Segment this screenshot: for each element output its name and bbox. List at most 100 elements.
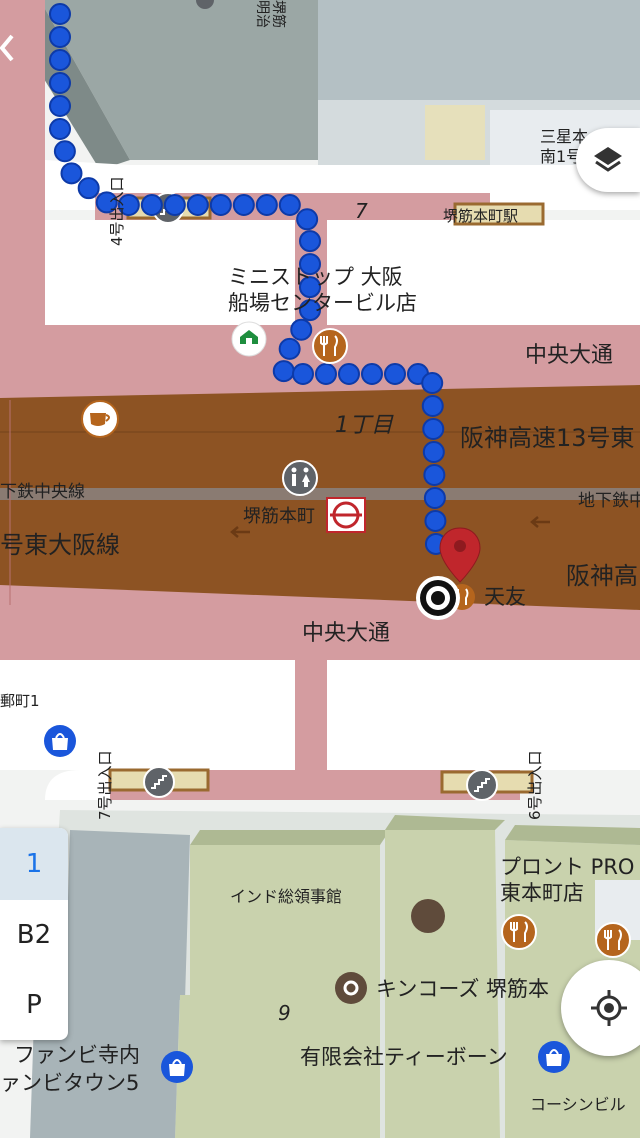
subway-station-icon[interactable]: [326, 497, 366, 533]
route-dot: [117, 194, 140, 216]
poi-label-tentomo[interactable]: 天友: [484, 585, 526, 609]
sidewalk-lower: [110, 770, 520, 800]
layers-icon: [594, 147, 622, 172]
route-dot: [423, 463, 446, 486]
my-location-button[interactable]: [561, 960, 640, 1056]
restaurant-icon[interactable]: [501, 914, 537, 950]
station-label[interactable]: 堺筋本町: [243, 506, 315, 527]
shopping-bag-icon[interactable]: [44, 725, 76, 757]
route-dot: [299, 230, 321, 253]
level-b2-button[interactable]: B2: [16, 920, 52, 950]
poi-label-sansei: 南1号: [540, 147, 582, 166]
highway-label: 阪神高速13号東: [460, 424, 635, 452]
route-dot: [53, 140, 76, 163]
restroom-icon[interactable]: [282, 460, 318, 496]
poi-label-ministop[interactable]: ミニストップ 大阪: [228, 265, 403, 289]
route-dot: [272, 360, 295, 383]
route-dot: [49, 49, 71, 71]
route-dot: [186, 194, 209, 216]
entrance-bar-station: [453, 202, 545, 226]
level-p-button[interactable]: P: [26, 990, 42, 1020]
shopping-bag-icon[interactable]: [161, 1051, 193, 1083]
floor-level-selector: 1 B2 P: [0, 828, 68, 1040]
poi-label-fanbi[interactable]: ァンビタウン5: [0, 1071, 139, 1095]
chevron-left-icon: [0, 34, 14, 62]
copy-shop-icon[interactable]: [335, 972, 367, 1004]
route-dot: [49, 95, 71, 117]
poi-label-fanbi[interactable]: ファンビ寺内: [14, 1043, 140, 1067]
route-dot: [360, 363, 383, 385]
street-label: 中央大通: [525, 343, 613, 368]
route-dot: [49, 118, 71, 140]
poi-icon[interactable]: [196, 0, 214, 9]
route-dot: [337, 363, 360, 385]
poi-label-tbone[interactable]: 有限会社ティーボーン: [300, 1045, 508, 1069]
route-dot: [77, 177, 100, 200]
route-dot: [278, 337, 301, 360]
route-dot: [299, 299, 321, 322]
route-dot: [49, 72, 71, 94]
poi-label-india[interactable]: インド総領事館: [230, 887, 342, 906]
restaurant-icon[interactable]: [312, 328, 348, 364]
sidewalk-connector-lower: [295, 660, 327, 780]
back-button[interactable]: [0, 28, 18, 68]
street-label: 中央大通: [302, 621, 390, 646]
route-dot: [49, 3, 71, 25]
highway-label: 阪神高: [566, 562, 638, 590]
route-dot: [290, 318, 313, 341]
restaurant-icon[interactable]: [595, 922, 631, 958]
convenience-store-icon[interactable]: [231, 321, 267, 357]
arrow-left-icon: [230, 526, 250, 538]
subway-line-label: 下鉄中央線: [0, 482, 85, 502]
address-label: 郵町1: [0, 692, 40, 710]
cafe-icon[interactable]: [81, 400, 119, 438]
route-dot: [383, 363, 406, 385]
poi-label-kinkos[interactable]: キンコーズ 堺筋本: [376, 977, 549, 1001]
route-dot: [299, 276, 321, 299]
route-dot: [255, 194, 278, 216]
destination-pin-icon[interactable]: [439, 527, 481, 583]
stairs-icon[interactable]: [143, 766, 175, 798]
subway-line: [0, 488, 640, 500]
route-dot: [60, 162, 83, 185]
route-dot: [424, 509, 447, 532]
route-dot: [140, 194, 163, 216]
highway-upper: [0, 385, 640, 490]
route-dot: [314, 363, 337, 385]
route-dot: [291, 363, 314, 385]
school-icon[interactable]: [411, 899, 445, 933]
shopping-bag-icon[interactable]: [538, 1041, 570, 1073]
crosshair-icon: [591, 990, 627, 1026]
highway-lower: [0, 498, 640, 610]
poi-label-sansei: 三星本: [540, 127, 588, 146]
level-1-button[interactable]: 1: [0, 828, 68, 900]
exit-label-7: 7号出入口: [96, 750, 114, 820]
route-dot: [209, 194, 232, 216]
route-dot: [163, 194, 186, 216]
poi-label-ministop[interactable]: 船場センタービル店: [228, 291, 417, 315]
stairs-icon[interactable]: [466, 769, 498, 801]
poi-label-pronto[interactable]: プロント PRO: [500, 855, 634, 879]
route-dot: [95, 191, 118, 214]
building-label: 明治: [254, 0, 270, 28]
route-dot: [422, 417, 445, 440]
route-dot: [423, 486, 446, 509]
route-dot: [296, 208, 319, 231]
route-dot: [232, 194, 255, 216]
route-dot: [422, 440, 445, 463]
station-exit-label: 堺筋本町駅: [443, 207, 518, 225]
arrow-left-icon: [530, 516, 550, 528]
building-label: コーシンビル: [530, 1095, 626, 1114]
layers-button[interactable]: [576, 128, 640, 192]
current-location-icon: [416, 576, 460, 620]
subway-line-label: 地下鉄中: [578, 491, 640, 511]
block-label: 9: [278, 1001, 291, 1025]
route-dot: [299, 253, 321, 276]
route-dot: [421, 371, 444, 394]
poi-label-pronto[interactable]: 東本町店: [500, 881, 584, 905]
building-top-left: [20, 0, 320, 170]
block-label: 1丁目: [335, 413, 394, 438]
exit-label-6: 6号出入口: [526, 750, 544, 820]
building-label: 堺筋: [270, 0, 287, 28]
route-dot: [421, 394, 444, 417]
